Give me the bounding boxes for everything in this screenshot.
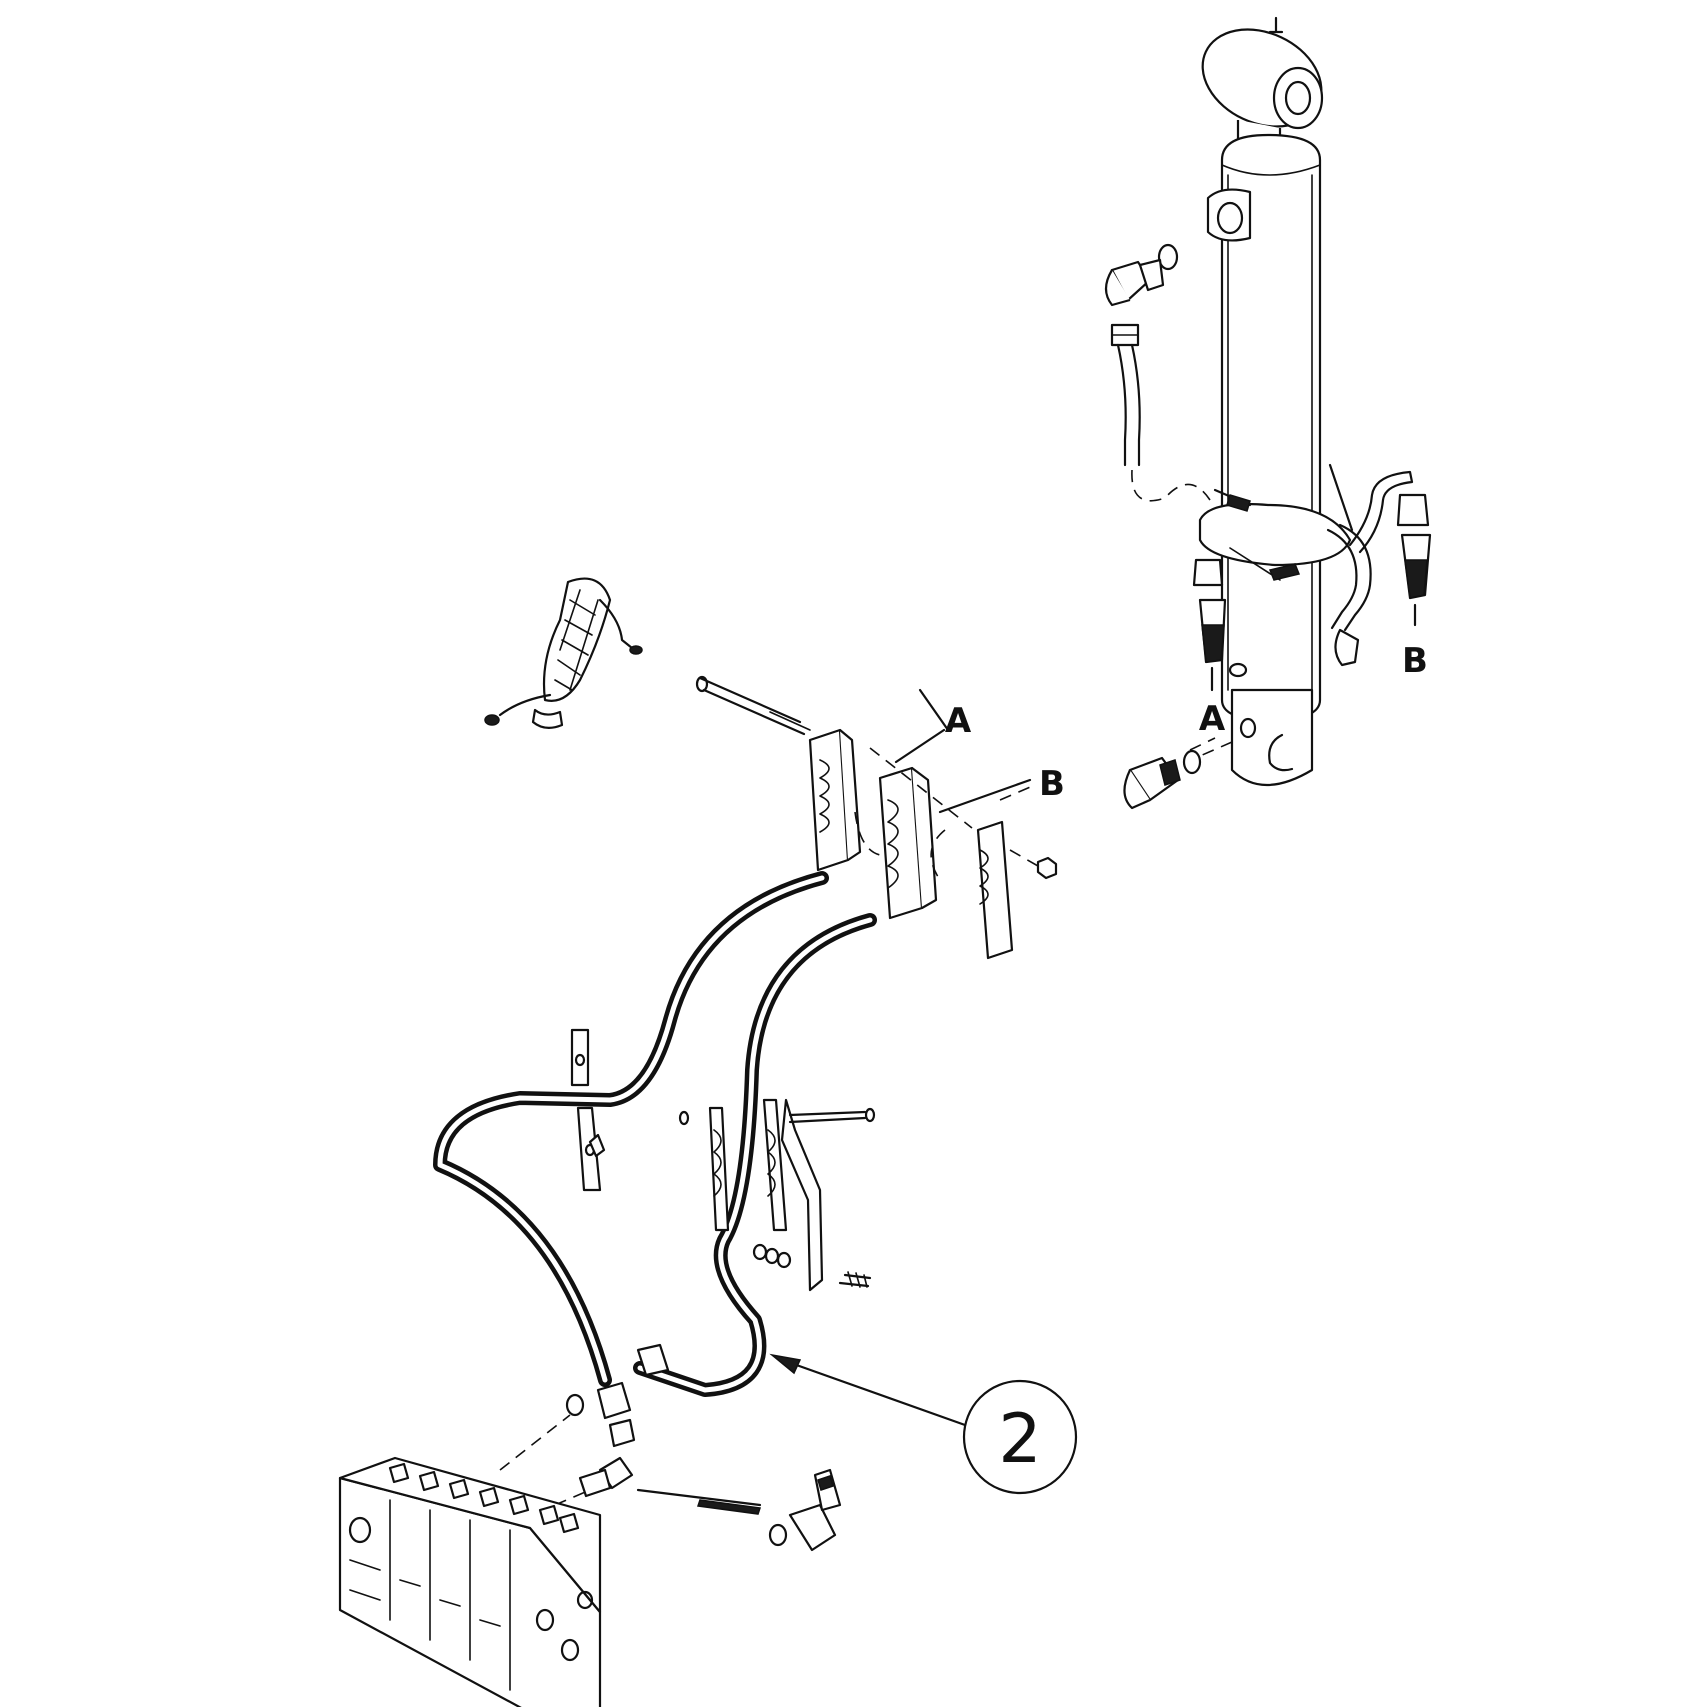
clamp-block-middle (854, 766, 946, 920)
cylinder-lower-elbow-fitting (1123, 741, 1233, 810)
cylinder-rigid-tube-lower (1326, 470, 1414, 667)
hose-bracket-left (570, 1028, 606, 1192)
hydraulic-hose-a (433, 871, 829, 1387)
hydraulic-cylinder (1198, 16, 1354, 787)
control-valve-block (338, 1456, 602, 1707)
clamp-nut (1009, 849, 1058, 880)
clamp-plate-rear (808, 728, 862, 872)
hydraulic-hose-b (633, 913, 877, 1397)
callout-number-text: 2 (998, 1400, 1041, 1479)
callout-arrow (769, 1353, 967, 1427)
cylinder-upper-elbow-fitting (1104, 243, 1179, 347)
hose-sling (484, 577, 643, 729)
label-hose-end-b: B (1039, 764, 1065, 804)
label-leaders (894, 688, 1216, 814)
cylinder-quick-coupler-b (1396, 493, 1432, 627)
label-hose-end-a: A (945, 701, 972, 741)
cylinder-quick-coupler-a (1192, 558, 1227, 692)
label-cylinder-port-a: A (1199, 699, 1226, 739)
hose-bracket-right (678, 1098, 876, 1292)
clamp-bolt (695, 675, 811, 736)
valve-connector-fittings (499, 1343, 842, 1552)
label-cylinder-port-b: B (1402, 641, 1428, 681)
cylinder-rigid-tube-upper (1116, 343, 1211, 502)
callout-number-2: 2 (962, 1379, 1078, 1495)
clamp-plate-front (869, 747, 1014, 960)
